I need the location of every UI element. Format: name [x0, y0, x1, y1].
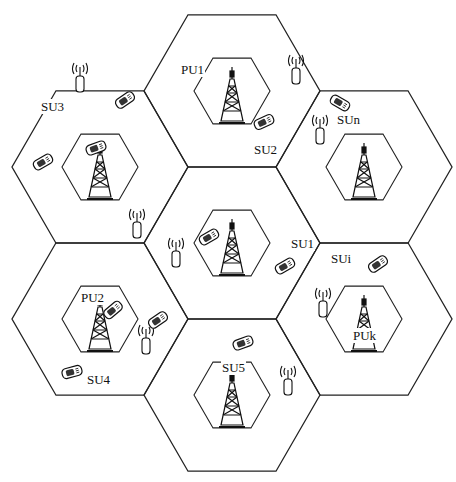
secondary-antenna: [316, 288, 331, 317]
unit-label: SU3: [40, 99, 65, 114]
unit-label: SUn: [336, 112, 361, 127]
secondary-antenna: [313, 115, 328, 144]
unit-label: PUk: [352, 328, 377, 343]
cell-hexagon: [12, 243, 188, 395]
inner-hexagon: [326, 134, 402, 200]
mobile-phone: [367, 254, 389, 274]
unit-label: PU1: [180, 62, 205, 77]
cell-hexagon: [144, 319, 320, 471]
base-station-tower: [219, 219, 245, 275]
mobile-phone: [253, 113, 275, 131]
mobile-phone: [329, 94, 351, 113]
mobile-phone: [85, 140, 107, 156]
cell-hexagon: [144, 15, 320, 167]
unit-label: SU2: [253, 142, 278, 157]
unit-label: PU2: [80, 290, 105, 305]
base-station-tower: [219, 371, 245, 427]
mobile-phone: [102, 300, 124, 321]
cell-hexagon: [12, 91, 188, 243]
inner-hexagon: [194, 210, 270, 276]
base-station-tower: [219, 67, 245, 123]
cell-hexagon: [276, 91, 452, 243]
secondary-antenna: [169, 238, 184, 267]
secondary-antenna: [289, 55, 304, 84]
unit-label: SUi: [330, 251, 352, 266]
mobile-phone: [274, 257, 296, 276]
secondary-antenna: [139, 325, 154, 354]
base-station-tower: [351, 295, 377, 351]
mobile-phone: [61, 365, 83, 380]
unit-label: SU4: [86, 372, 111, 387]
inner-hexagon: [194, 58, 270, 124]
secondary-antenna: [130, 209, 145, 238]
secondary-antenna: [73, 63, 88, 92]
mobile-phone: [32, 153, 54, 172]
unit-label: SU5: [221, 360, 246, 375]
inner-hexagon: [62, 286, 138, 352]
cell-hexagon: [144, 167, 320, 319]
mobile-phone: [232, 335, 254, 351]
base-station-tower: [351, 143, 377, 199]
mobile-phone: [147, 310, 169, 330]
mobile-phone: [198, 228, 220, 247]
mobile-phone: [114, 90, 136, 110]
cells: [12, 15, 452, 471]
unit-label: SU1: [290, 236, 315, 251]
secondary-antenna: [281, 366, 296, 395]
inner-hexagon: [326, 286, 402, 352]
inner-hexagon: [62, 134, 138, 200]
cell-hexagon: [276, 243, 452, 395]
